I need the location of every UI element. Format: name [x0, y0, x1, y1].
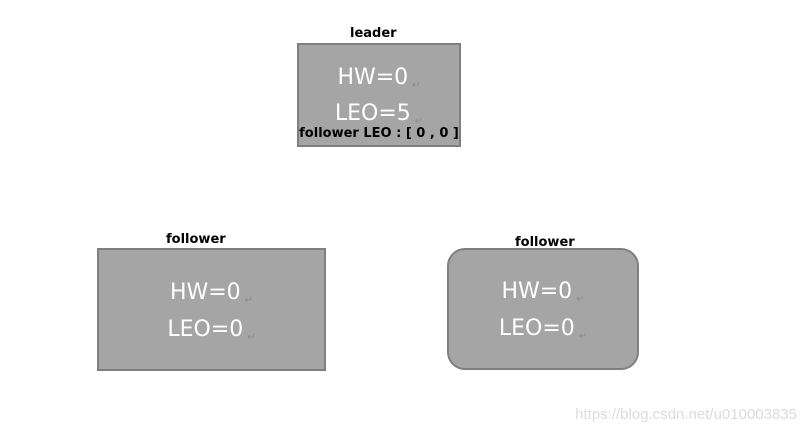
leader-leo: LEO=5↵ — [299, 101, 459, 135]
return-icon: ↵ — [414, 116, 424, 127]
leader-title: leader — [350, 26, 397, 41]
leader-box: HW=0↵ LEO=5↵ follower LEO : [ 0 , 0 ] — [297, 43, 461, 147]
follower-right-title: follower — [515, 235, 575, 250]
follower-right-box: HW=0↵ LEO=0↵ — [447, 248, 639, 370]
watermark: https://blog.csdn.net/u010003835 — [575, 406, 797, 423]
follower-left-leo-text: LEO=0 — [167, 317, 244, 342]
follower-left-hw-text: HW=0 — [169, 280, 241, 305]
follower-right-hw: HW=0↵ — [449, 279, 637, 313]
leader-leo-text: LEO=5 — [334, 101, 411, 126]
return-icon: ↵ — [578, 331, 588, 342]
follower-left-leo: LEO=0↵ — [99, 317, 324, 351]
follower-right-leo-text: LEO=0 — [498, 316, 575, 341]
follower-right-hw-text: HW=0 — [501, 279, 573, 304]
follower-left-hw: HW=0↵ — [99, 280, 324, 314]
leader-hw: HW=0↵ — [299, 65, 459, 99]
follower-left-box: HW=0↵ LEO=0↵ — [97, 248, 326, 371]
follower-left-title: follower — [166, 232, 226, 247]
return-icon: ↵ — [412, 80, 421, 91]
leader-follower-leo: follower LEO : [ 0 , 0 ] — [299, 126, 459, 141]
leader-hw-text: HW=0 — [337, 65, 409, 90]
return-icon: ↵ — [247, 332, 256, 343]
return-icon: ↵ — [244, 295, 254, 306]
return-icon: ↵ — [576, 294, 585, 305]
follower-right-leo: LEO=0↵ — [449, 316, 637, 350]
